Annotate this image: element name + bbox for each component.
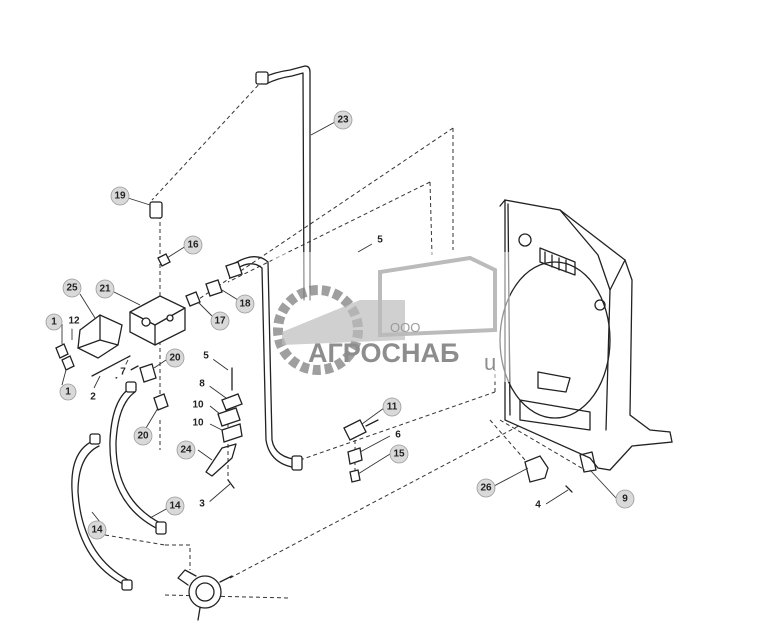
svg-text:4: 4	[535, 500, 541, 511]
callout-25[interactable]: 25	[62, 278, 82, 298]
callout-14-right[interactable]: 14	[165, 496, 185, 516]
svg-text:8: 8	[199, 379, 205, 390]
pipe-23	[255, 65, 311, 301]
bracket-parts	[205, 393, 243, 489]
svg-text:5: 5	[377, 235, 383, 246]
callout-2[interactable]: 2	[85, 389, 101, 405]
valve-block-21	[129, 295, 186, 346]
hose-14-left	[71, 433, 133, 591]
assembly-dashed-lines	[104, 79, 586, 599]
callout-5-lower[interactable]: 5	[198, 348, 214, 364]
callout-11[interactable]: 11	[382, 397, 402, 417]
callout-18[interactable]: 18	[235, 294, 255, 314]
callout-20-upper[interactable]: 20	[165, 348, 185, 368]
svg-text:9: 9	[622, 494, 628, 505]
svg-text:15: 15	[393, 449, 405, 460]
callout-5-upper[interactable]: 5	[371, 231, 389, 249]
svg-text:25: 25	[66, 283, 78, 294]
cover-25	[77, 314, 123, 359]
cab-rear-panel	[499, 199, 673, 473]
callout-4[interactable]: 4	[530, 497, 546, 513]
svg-text:6: 6	[395, 430, 401, 441]
callout-8[interactable]: 8	[194, 376, 210, 392]
svg-text:10: 10	[192, 400, 204, 411]
svg-text:7: 7	[120, 367, 126, 378]
hose-14-right	[109, 381, 167, 535]
svg-text:20: 20	[137, 431, 149, 442]
callout-14-left[interactable]: 14	[87, 520, 107, 540]
callout-9[interactable]: 9	[615, 489, 635, 509]
callout-10-b[interactable]: 10	[189, 414, 207, 432]
svg-text:17: 17	[214, 316, 226, 327]
watermark-logo: ООО АГРОСНАБ u	[272, 252, 510, 382]
svg-text:14: 14	[169, 501, 181, 512]
svg-text:24: 24	[180, 445, 192, 456]
fittings	[55, 201, 243, 411]
callout-12[interactable]: 12	[66, 313, 82, 329]
callout-19[interactable]: 19	[110, 186, 130, 206]
svg-text:26: 26	[480, 483, 492, 494]
callout-16[interactable]: 16	[183, 235, 203, 255]
svg-text:10: 10	[192, 418, 204, 429]
watermark-company-name: АГРОСНАБ	[308, 338, 459, 368]
pipe-lower	[231, 256, 303, 471]
callout-23[interactable]: 23	[333, 110, 353, 130]
watermark-company-prefix: ООО	[390, 320, 420, 335]
callout-6[interactable]: 6	[390, 427, 406, 443]
callout-7[interactable]: 7	[115, 364, 131, 380]
callout-17[interactable]: 17	[210, 311, 230, 331]
callout-24[interactable]: 24	[176, 440, 196, 460]
svg-text:18: 18	[239, 299, 251, 310]
callout-20-lower[interactable]: 20	[133, 426, 153, 446]
svg-text:1: 1	[65, 387, 71, 398]
callouts: 23 19 16 5 25 21 18 17 1 12 20 5 7 1 2 8…	[45, 110, 635, 540]
svg-text:5: 5	[203, 351, 209, 362]
svg-text:21: 21	[99, 284, 111, 295]
actuator	[177, 569, 233, 621]
svg-text:23: 23	[337, 115, 349, 126]
callout-1-lower[interactable]: 1	[59, 383, 77, 401]
callout-15[interactable]: 15	[389, 444, 409, 464]
svg-text:12: 12	[68, 316, 80, 327]
svg-text:19: 19	[114, 191, 126, 202]
svg-text:11: 11	[387, 402, 398, 413]
svg-text:2: 2	[90, 392, 96, 403]
svg-text:20: 20	[169, 353, 181, 364]
fitting-11	[343, 419, 379, 483]
svg-text:14: 14	[91, 525, 103, 536]
callout-1-upper[interactable]: 1	[45, 313, 63, 331]
svg-text:16: 16	[187, 240, 199, 251]
svg-text:1: 1	[51, 317, 57, 328]
watermark-trailing-char: u	[484, 350, 496, 375]
callout-10-a[interactable]: 10	[189, 396, 207, 414]
svg-text:3: 3	[199, 499, 205, 510]
bracket-26	[524, 455, 573, 493]
callout-3[interactable]: 3	[194, 496, 210, 512]
callout-26[interactable]: 26	[476, 478, 496, 498]
callout-21[interactable]: 21	[95, 279, 115, 299]
